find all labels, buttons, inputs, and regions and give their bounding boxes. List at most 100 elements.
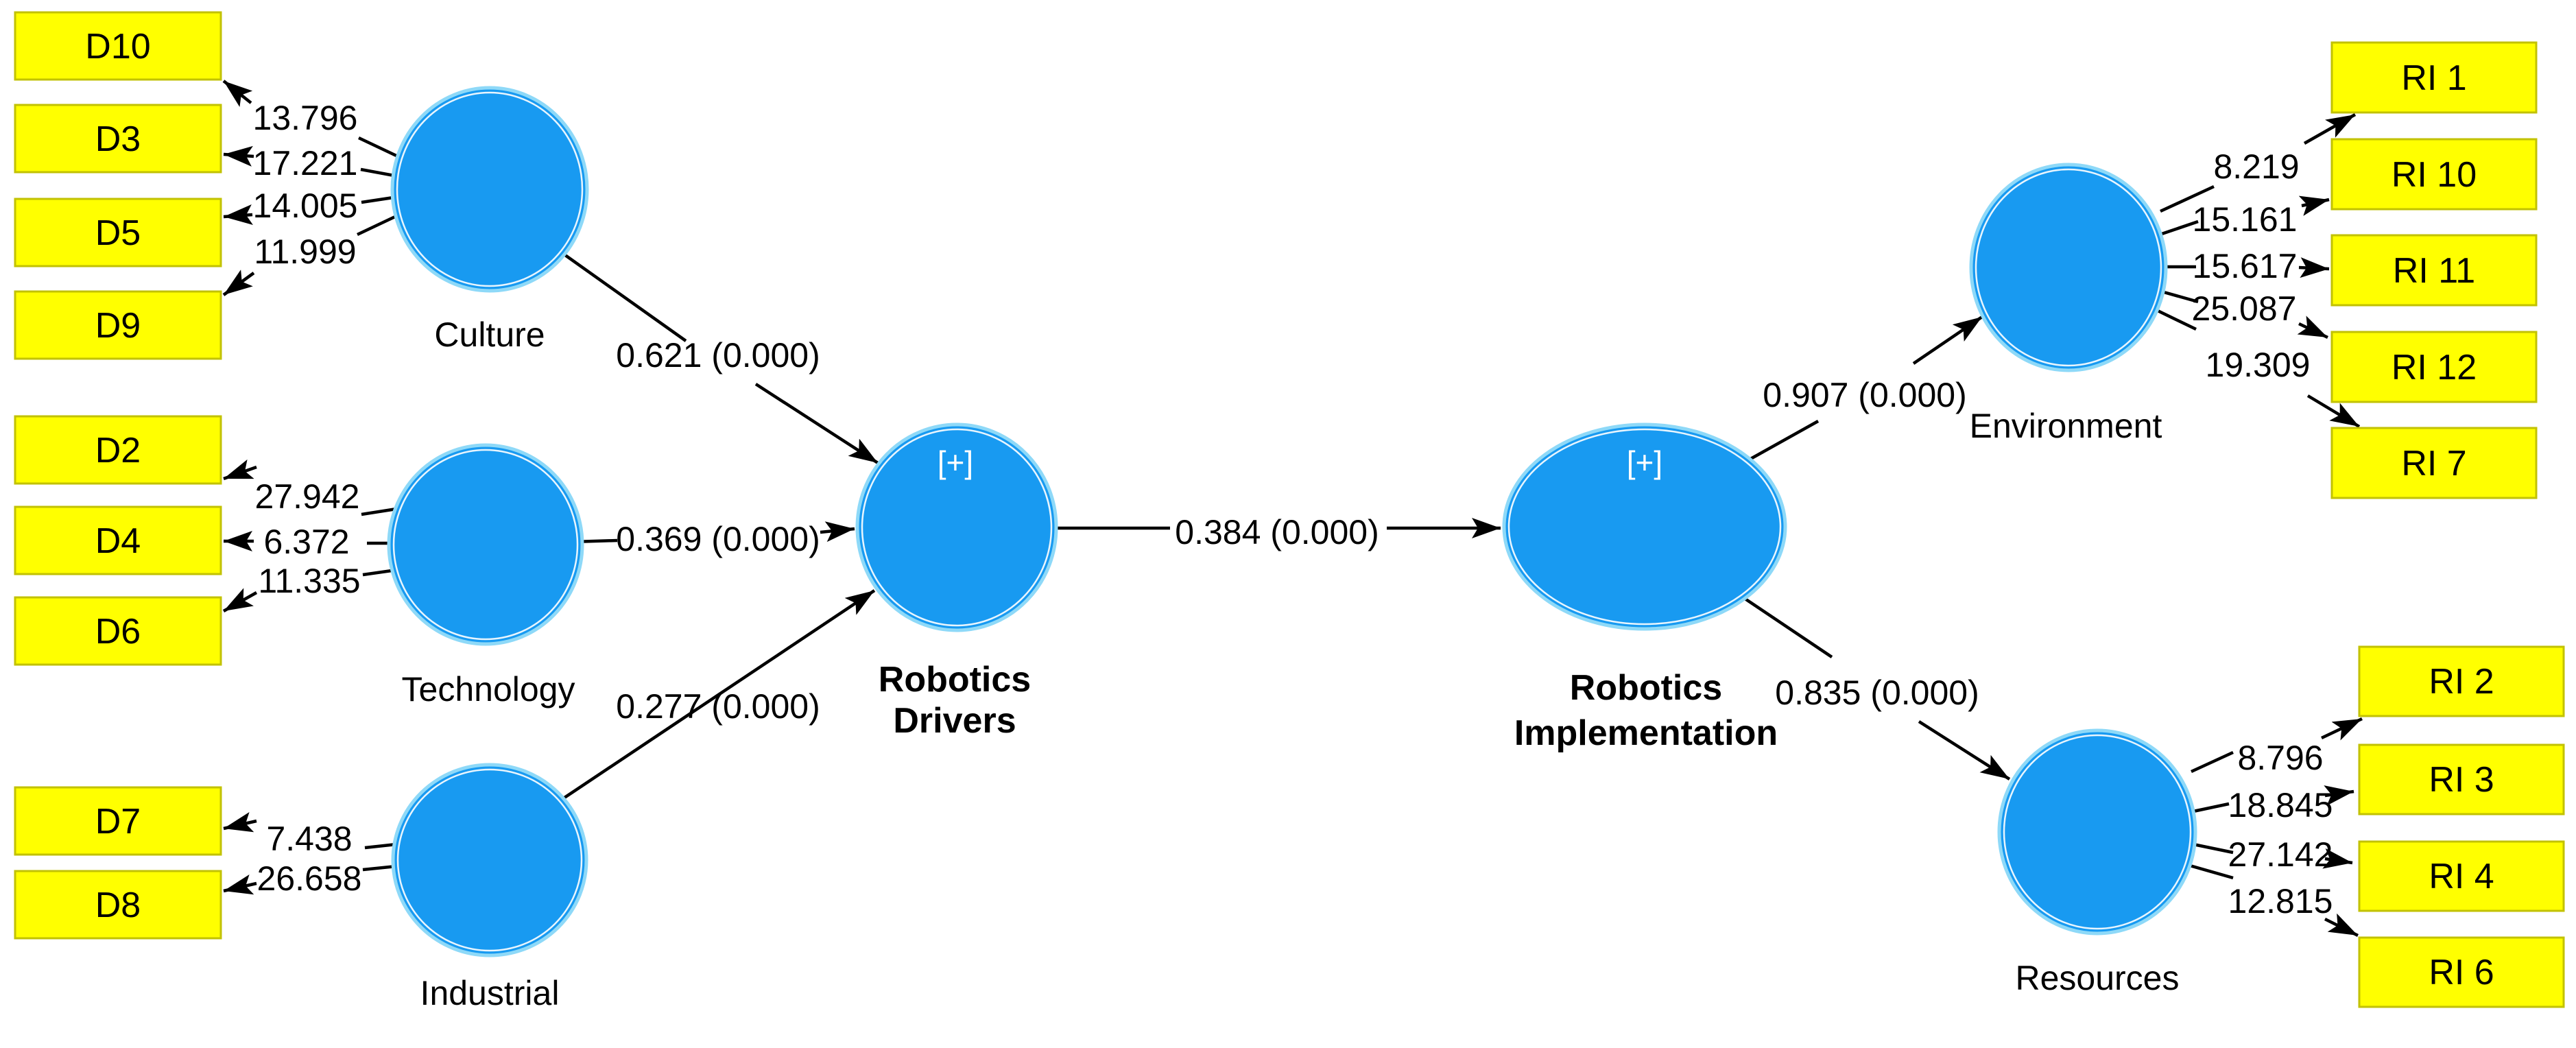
indicator-ri3-label: RI 3 bbox=[2429, 760, 2494, 800]
path-label-culture-drivers: 0.621 (0.000) bbox=[616, 336, 820, 374]
construct-technology[interactable]: Technology bbox=[387, 443, 584, 708]
t-value-environment-ri11: 15.617 bbox=[2193, 247, 2298, 285]
construct-resources-ellipse[interactable] bbox=[1997, 728, 2197, 936]
indicator-ri11[interactable]: RI 11 bbox=[2330, 234, 2538, 307]
indicator-ri4[interactable]: RI 4 bbox=[2358, 840, 2565, 912]
indicator-ri12-box[interactable] bbox=[2330, 331, 2538, 403]
construct-culture[interactable]: Culture bbox=[390, 86, 589, 354]
indicator-d4-box[interactable] bbox=[14, 505, 222, 575]
construct-environment-ellipse[interactable] bbox=[1969, 163, 2168, 372]
indicator-d4-label: D4 bbox=[95, 521, 141, 561]
path-culture-drivers-segment bbox=[554, 247, 687, 342]
loading-arrow-resources-ri3 bbox=[2324, 785, 2354, 806]
loading-arrow-culture-d10 bbox=[222, 80, 253, 107]
path-implementation-environment-segment bbox=[1741, 420, 1820, 465]
construct-resources[interactable]: Resources bbox=[1997, 728, 2197, 997]
indicator-ri12[interactable]: RI 12 bbox=[2330, 331, 2538, 403]
loading-stub-industrial-d8 bbox=[362, 864, 397, 872]
construct-robotics-drivers-ellipse[interactable] bbox=[855, 422, 1058, 632]
indicator-d9-box[interactable] bbox=[14, 290, 222, 360]
construct-robotics-implementation-ellipse[interactable] bbox=[1502, 422, 1787, 631]
construct-robotics-drivers[interactable]: [+] Robotics Drivers bbox=[855, 422, 1058, 741]
indicator-ri2[interactable]: RI 2 bbox=[2358, 645, 2565, 717]
indicator-d10-box[interactable] bbox=[14, 11, 222, 81]
loading-arrow-culture-d9 bbox=[222, 270, 255, 296]
indicator-d3-box[interactable] bbox=[14, 104, 222, 174]
loading-arrow-environment-ri10 bbox=[2298, 195, 2330, 216]
indicator-d6-box[interactable] bbox=[14, 596, 222, 666]
loading-arrow-environment-ri12 bbox=[2297, 315, 2328, 340]
indicator-ri7-box[interactable] bbox=[2330, 427, 2538, 499]
indicator-d7-label: D7 bbox=[95, 802, 141, 842]
path-label-industrial-drivers: 0.277 (0.000) bbox=[616, 687, 820, 726]
indicator-d5[interactable]: D5 bbox=[14, 198, 222, 267]
indicator-d9[interactable]: D9 bbox=[14, 290, 222, 360]
t-value-resources-ri4: 27.142 bbox=[2228, 835, 2333, 874]
path-label-implementation-resources: 0.835 (0.000) bbox=[1775, 674, 1979, 712]
path-technology-drivers-arrow bbox=[820, 521, 855, 543]
indicator-ri2-box[interactable] bbox=[2358, 645, 2565, 717]
indicator-d4[interactable]: D4 bbox=[14, 505, 222, 575]
indicator-ri6[interactable]: RI 6 bbox=[2358, 936, 2565, 1008]
t-value-culture-d10: 13.796 bbox=[253, 99, 358, 137]
indicator-ri1-box[interactable] bbox=[2330, 41, 2538, 114]
indicator-ri2-label: RI 2 bbox=[2429, 662, 2494, 702]
indicator-d6[interactable]: D6 bbox=[14, 596, 222, 666]
indicator-ri10-label: RI 10 bbox=[2392, 155, 2477, 195]
indicator-ri6-box[interactable] bbox=[2358, 936, 2565, 1008]
indicator-ri10-box[interactable] bbox=[2330, 138, 2538, 211]
construct-industrial[interactable]: Industrial bbox=[391, 763, 588, 1012]
construct-industrial-highlight bbox=[396, 768, 583, 952]
indicator-ri3-box[interactable] bbox=[2358, 743, 2565, 815]
t-value-environment-ri1: 8.219 bbox=[2213, 147, 2299, 186]
indicator-d8[interactable]: D8 bbox=[14, 870, 222, 940]
indicator-d2-box[interactable] bbox=[14, 415, 222, 485]
t-value-labels: 13.796 17.221 14.005 11.999 27.942 6.372… bbox=[253, 99, 2333, 920]
indicator-d8-label: D8 bbox=[95, 885, 141, 925]
construct-robotics-implementation[interactable]: [+] Robotics Implementation bbox=[1502, 422, 1787, 753]
indicator-ri3[interactable]: RI 3 bbox=[2358, 743, 2565, 815]
indicator-d8-box[interactable] bbox=[14, 870, 222, 940]
path-label-technology-drivers: 0.369 (0.000) bbox=[616, 520, 820, 558]
indicator-d6-label: D6 bbox=[95, 612, 141, 652]
indicator-ri11-box[interactable] bbox=[2330, 234, 2538, 307]
loading-arrow-resources-ri2 bbox=[2321, 717, 2363, 741]
indicator-ri10[interactable]: RI 10 bbox=[2330, 138, 2538, 211]
loading-arrow-industrial-d7 bbox=[223, 811, 257, 833]
path-culture-drivers-arrow bbox=[754, 383, 879, 464]
construct-resources-highlight bbox=[2003, 734, 2192, 930]
loading-stub-technology-d2 bbox=[361, 507, 397, 516]
indicator-d7-box[interactable] bbox=[14, 786, 222, 856]
loading-stub-resources-ri6 bbox=[2189, 864, 2234, 880]
indicator-ri11-label: RI 11 bbox=[2393, 251, 2475, 291]
indicator-ri7[interactable]: RI 7 bbox=[2330, 427, 2538, 499]
indicator-d2[interactable]: D2 bbox=[14, 415, 222, 485]
construct-robotics-implementation-mode-badge: [+] bbox=[1627, 444, 1662, 480]
construct-culture-ellipse[interactable] bbox=[390, 86, 589, 293]
construct-technology-ellipse[interactable] bbox=[387, 443, 584, 646]
indicator-ri7-label: RI 7 bbox=[2401, 444, 2466, 484]
indicator-d7[interactable]: D7 bbox=[14, 786, 222, 856]
construct-environment[interactable]: Environment bbox=[1969, 163, 2168, 445]
indicator-d5-box[interactable] bbox=[14, 198, 222, 267]
path-coefficient-labels: 0.621 (0.000) 0.369 (0.000) 0.277 (0.000… bbox=[616, 336, 1979, 726]
t-value-technology-d4: 6.372 bbox=[263, 523, 349, 561]
t-value-culture-d3: 17.221 bbox=[253, 144, 358, 182]
indicator-ri4-box[interactable] bbox=[2358, 840, 2565, 912]
loading-stub-culture-d9 bbox=[357, 214, 397, 237]
construct-industrial-ellipse[interactable] bbox=[391, 763, 588, 957]
construct-robotics-drivers-label-line1: Robotics bbox=[879, 660, 1031, 700]
indicator-d10[interactable]: D10 bbox=[14, 11, 222, 81]
loading-arrow-environment-ri1 bbox=[2303, 113, 2357, 145]
path-label-implementation-environment: 0.907 (0.000) bbox=[1763, 376, 1966, 414]
t-value-environment-ri10: 15.161 bbox=[2193, 200, 2298, 239]
indicator-d3[interactable]: D3 bbox=[14, 104, 222, 174]
loading-stub-environment-ri1 bbox=[2160, 184, 2215, 213]
indicator-ri4-label: RI 4 bbox=[2429, 857, 2494, 896]
loading-arrow-technology-d2 bbox=[223, 459, 257, 481]
indicator-d2-label: D2 bbox=[95, 431, 141, 471]
loading-arrow-technology-d6 bbox=[222, 588, 258, 612]
indicator-ri1[interactable]: RI 1 bbox=[2330, 41, 2538, 114]
